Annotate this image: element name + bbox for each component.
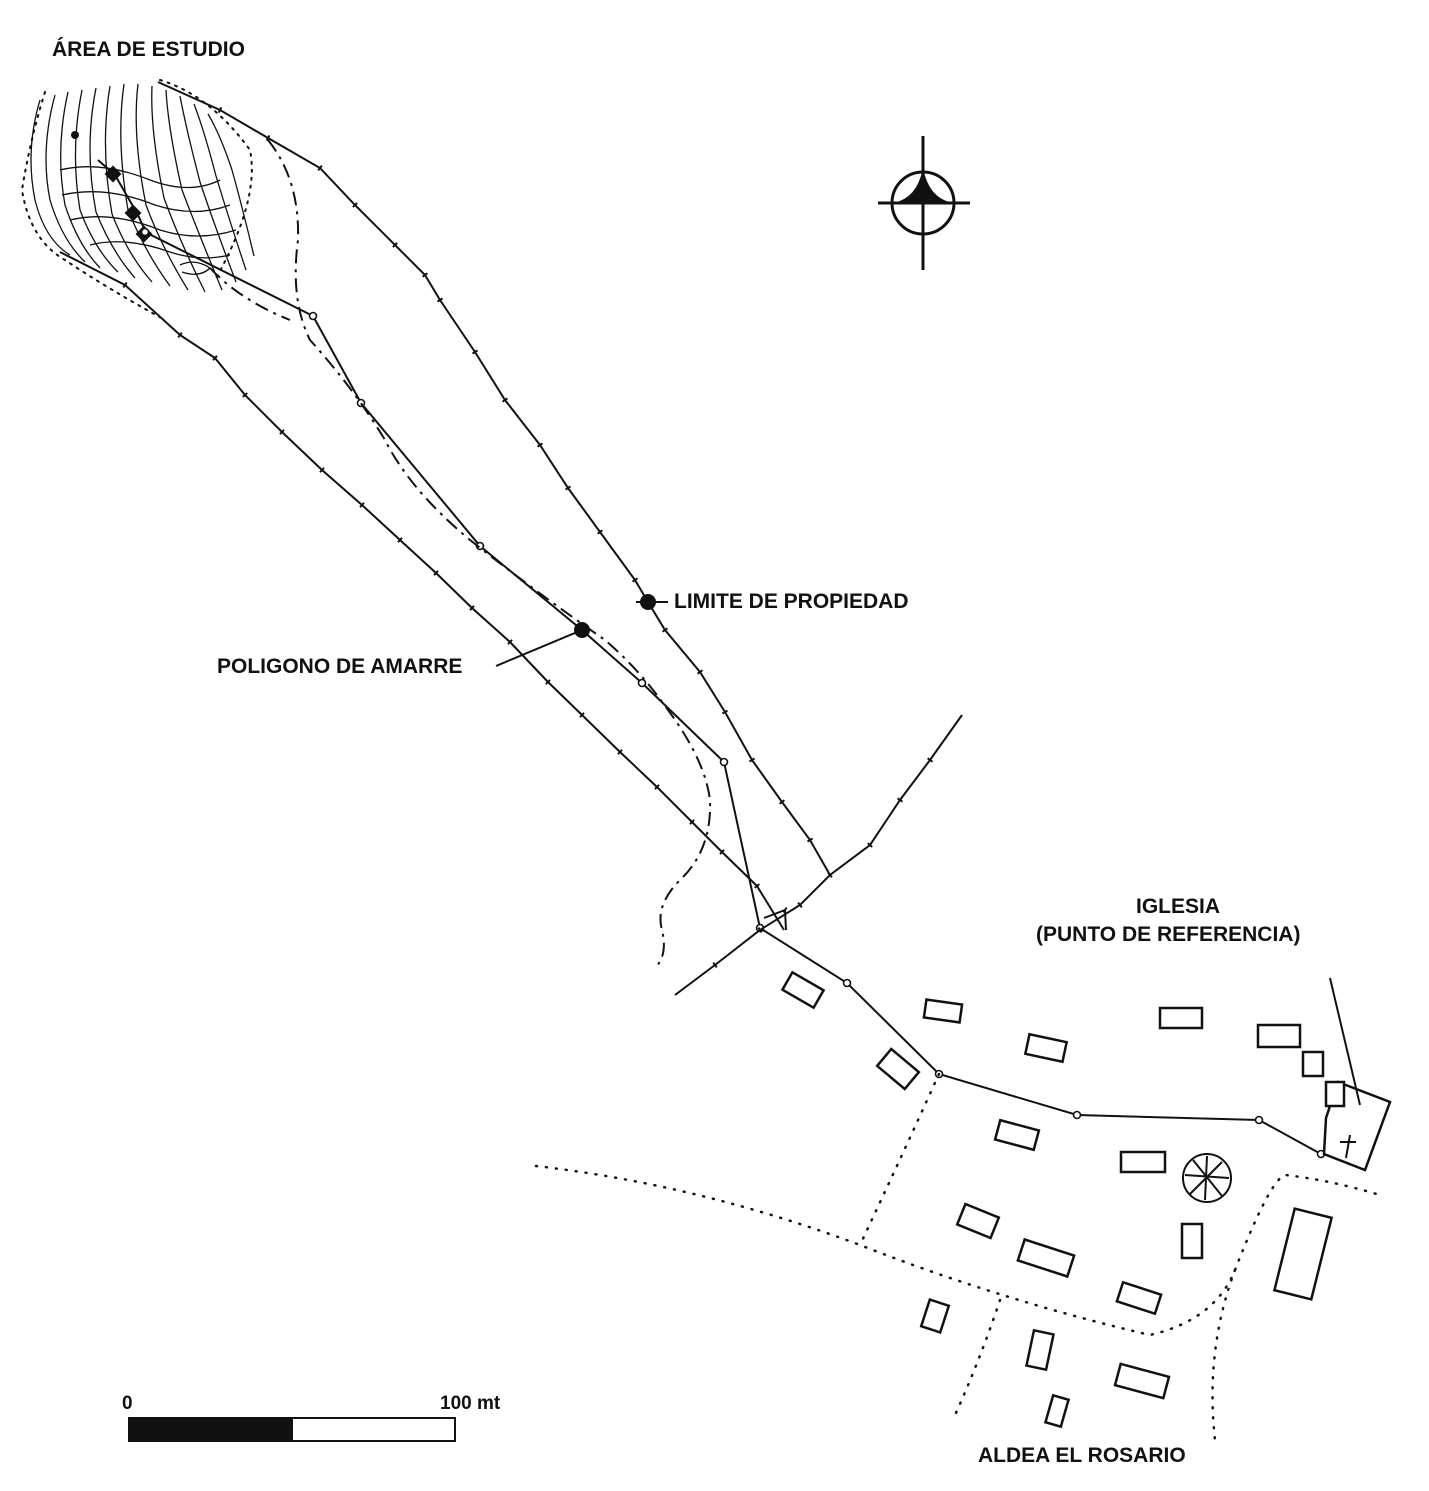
building bbox=[1023, 1032, 1069, 1064]
north-arrow-icon bbox=[878, 136, 970, 270]
tie-polygon-label: POLIGONO DE AMARRE bbox=[217, 655, 463, 678]
building bbox=[1272, 1207, 1334, 1301]
village-label: ALDEA EL ROSARIO bbox=[978, 1444, 1186, 1467]
church bbox=[1322, 977, 1392, 1172]
building bbox=[875, 1047, 921, 1091]
road-line bbox=[674, 714, 963, 996]
building bbox=[780, 970, 826, 1010]
building bbox=[1119, 1150, 1167, 1174]
village-paths bbox=[534, 1072, 1382, 1442]
scale-start-label: 0 bbox=[122, 1393, 133, 1414]
building bbox=[1016, 1237, 1076, 1279]
property-limit-label: LIMITE DE PROPIEDAD bbox=[674, 590, 909, 613]
track-dashed bbox=[209, 139, 712, 969]
building bbox=[955, 1202, 1001, 1240]
building bbox=[1024, 1328, 1056, 1372]
property-boundary bbox=[59, 81, 831, 931]
scale-bar bbox=[128, 1417, 456, 1442]
building bbox=[1256, 1023, 1302, 1049]
church-label-line1: IGLESIA bbox=[1136, 895, 1221, 918]
building bbox=[1115, 1280, 1163, 1316]
leader-lines bbox=[495, 594, 668, 667]
village-buildings bbox=[780, 970, 1334, 1429]
building bbox=[922, 998, 964, 1024]
building bbox=[1180, 1222, 1204, 1260]
scale-end-label: 100 mt bbox=[440, 1393, 501, 1414]
building bbox=[1113, 1362, 1171, 1400]
building bbox=[1158, 1006, 1204, 1030]
building bbox=[1301, 1050, 1325, 1078]
study-area-label: ÁREA DE ESTUDIO bbox=[52, 38, 245, 61]
study-area-markers bbox=[71, 131, 153, 243]
building bbox=[1043, 1393, 1071, 1429]
tie-polygon bbox=[140, 227, 1326, 1159]
study-area-outline bbox=[20, 79, 253, 321]
church-label-line2: (PUNTO DE REFERENCIA) bbox=[1036, 923, 1301, 946]
plaza-tree-icon bbox=[1182, 1153, 1232, 1203]
building bbox=[993, 1118, 1041, 1152]
building bbox=[919, 1298, 951, 1334]
